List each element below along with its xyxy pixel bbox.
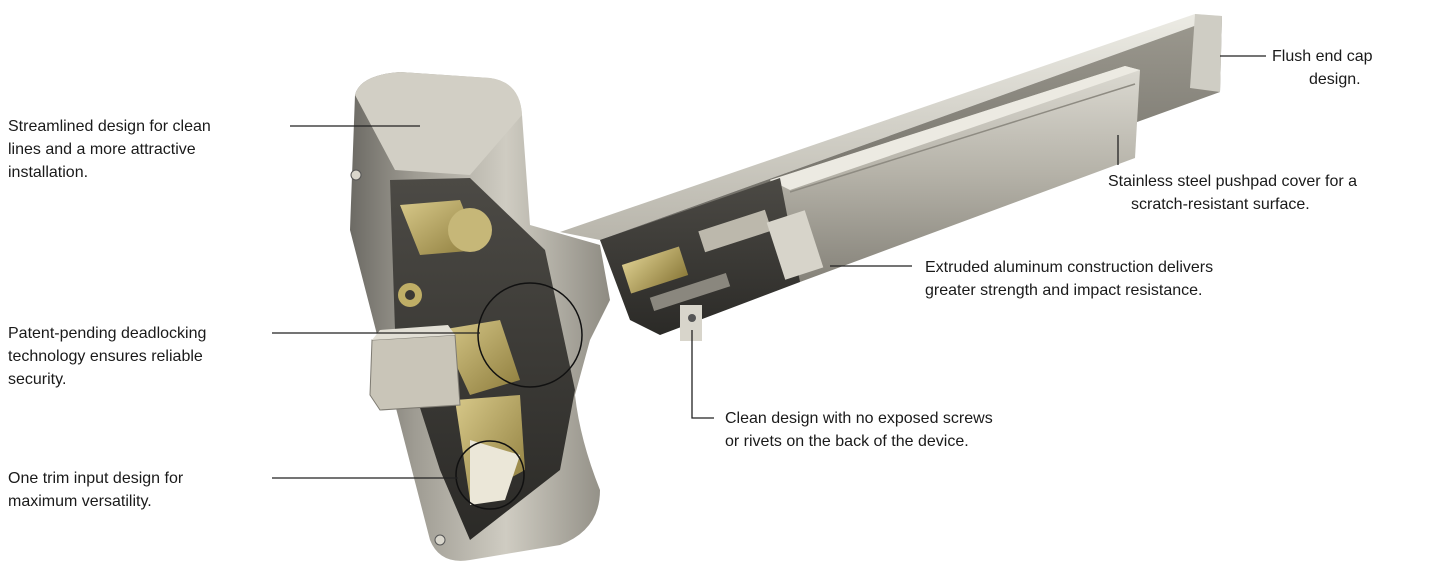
callout-aluminum-line-2: greater strength and impact resistance.: [925, 282, 1203, 299]
callout-aluminum-line-1: Extruded aluminum construction delivers: [925, 259, 1214, 276]
callout-deadlocking-line-2: technology ensures reliable: [8, 348, 203, 365]
leader-lines: [272, 55, 1266, 479]
callout-end-cap-line-2: design.: [1309, 71, 1361, 88]
callout-trim-input-line-1: One trim input design for: [8, 470, 184, 487]
callout-streamlined-line-1: Streamlined design for clean: [8, 118, 211, 135]
rail-cutaway-mechanism: [600, 178, 824, 341]
callout-streamlined-line-3: installation.: [8, 164, 89, 181]
callout-trim-input-line-2: maximum versatility.: [8, 493, 152, 510]
callout-end-cap: Flush end cap design.: [1272, 45, 1373, 91]
callout-clean-design-line-1: Clean design with no exposed screws: [725, 410, 993, 427]
pushpad-cover: [770, 66, 1140, 282]
deadlock-highlight-circle: [477, 282, 583, 388]
callout-pushpad: Stainless steel pushpad cover for a scra…: [1108, 170, 1357, 216]
callout-pushpad-line-1: Stainless steel pushpad cover for a: [1108, 173, 1358, 190]
rail-top-face: [560, 14, 1222, 240]
callout-deadlocking-line-1: Patent-pending deadlocking: [8, 325, 207, 342]
callout-clean-design: Clean design with no exposed screws or r…: [725, 407, 993, 453]
callout-pushpad-line-2: scratch-resistant surface.: [1131, 196, 1310, 213]
callout-streamlined-line-2: lines and a more attractive: [8, 141, 196, 158]
callout-deadlocking: Patent-pending deadlocking technology en…: [8, 322, 206, 391]
callout-clean-design-line-2: or rivets on the back of the device.: [725, 433, 969, 450]
callout-end-cap-line-1: Flush end cap: [1272, 48, 1373, 65]
trim-input-highlight-circle: [455, 440, 525, 510]
callout-aluminum: Extruded aluminum construction delivers …: [925, 256, 1213, 302]
callout-deadlocking-line-3: security.: [8, 371, 67, 388]
leader-clean-design: [691, 330, 714, 419]
rail-end-face: [1190, 14, 1222, 92]
callout-streamlined: Streamlined design for clean lines and a…: [8, 115, 211, 184]
callout-trim-input: One trim input design for maximum versat…: [8, 467, 183, 513]
chassis-housing: [350, 72, 610, 561]
